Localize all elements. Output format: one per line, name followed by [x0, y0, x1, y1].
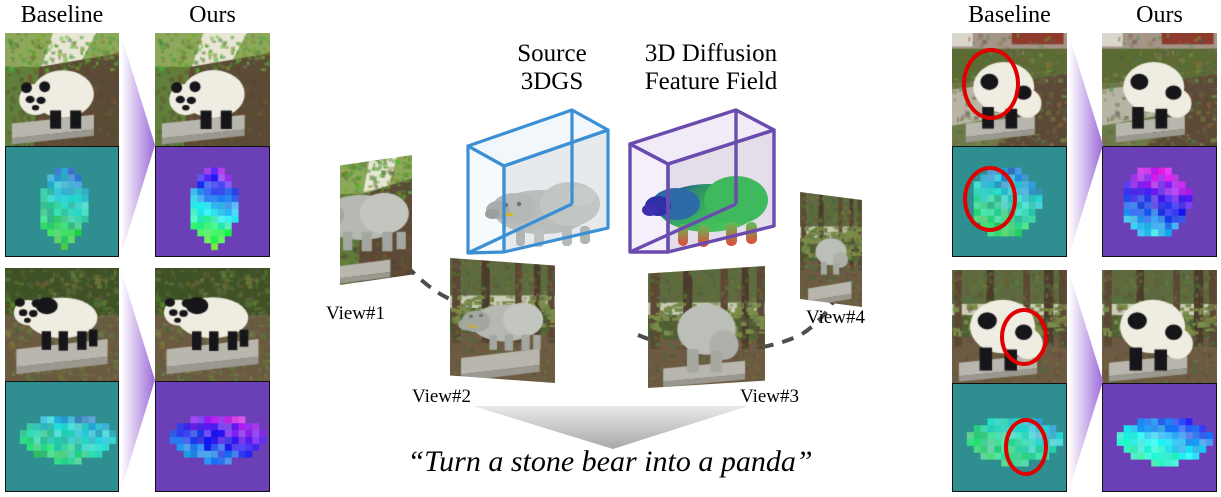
feature-field-title-line2: Feature Field	[644, 68, 778, 95]
source-3dgs-title-line2: 3DGS	[520, 68, 584, 95]
left-ours-header: Ours	[189, 2, 236, 28]
prompt-down-arrow	[473, 406, 748, 449]
right-ours-photo-top	[1102, 33, 1217, 146]
left-bottom-transform-arrow	[121, 270, 155, 490]
edit-prompt-text: “Turn a stone bear into a panda”	[407, 445, 813, 478]
left-baseline-photo-bottom	[5, 268, 119, 381]
left-baseline-header: Baseline	[20, 2, 104, 28]
left-baseline-feature-top	[5, 146, 119, 257]
view-2-label: View#2	[412, 386, 472, 407]
view-1-image	[340, 155, 412, 285]
diffusion-feature-field-cube	[624, 104, 780, 259]
view-4-label: View#4	[806, 307, 866, 328]
highlight-circle-bottom-photo	[1000, 308, 1048, 366]
view-1-label: View#1	[326, 303, 386, 324]
left-top-transform-arrow	[121, 35, 155, 255]
left-ours-photo-top	[155, 33, 270, 146]
left-baseline-feature-bottom	[5, 381, 119, 492]
right-ours-feature-top	[1102, 146, 1217, 257]
diffusion-feature-field-title: 3D Diffusion Feature Field	[622, 40, 800, 96]
left-ours-photo-bottom	[155, 268, 270, 381]
right-bottom-transform-arrow	[1069, 272, 1103, 490]
left-ours-feature-bottom	[155, 381, 270, 492]
source-3dgs-cube	[462, 104, 614, 259]
view-3-label: View#3	[740, 386, 800, 407]
source-3dgs-title: Source 3DGS	[482, 40, 622, 96]
right-top-transform-arrow	[1069, 35, 1103, 255]
right-ours-feature-bottom	[1102, 383, 1217, 492]
highlight-circle-top-feature	[963, 166, 1017, 232]
right-ours-header: Ours	[1136, 2, 1183, 28]
feature-field-title-line1: 3D Diffusion	[644, 40, 778, 67]
right-ours-photo-bottom	[1102, 270, 1217, 383]
highlight-circle-top-photo	[962, 48, 1020, 120]
view-2-image	[450, 258, 555, 383]
left-baseline-photo-top	[5, 33, 119, 146]
highlight-circle-bottom-feature	[1004, 418, 1048, 476]
left-ours-feature-top	[155, 146, 270, 257]
view-3-image	[648, 266, 765, 388]
source-3dgs-title-line1: Source	[517, 40, 587, 67]
right-baseline-header: Baseline	[968, 2, 1051, 28]
view-4-image	[800, 192, 862, 307]
